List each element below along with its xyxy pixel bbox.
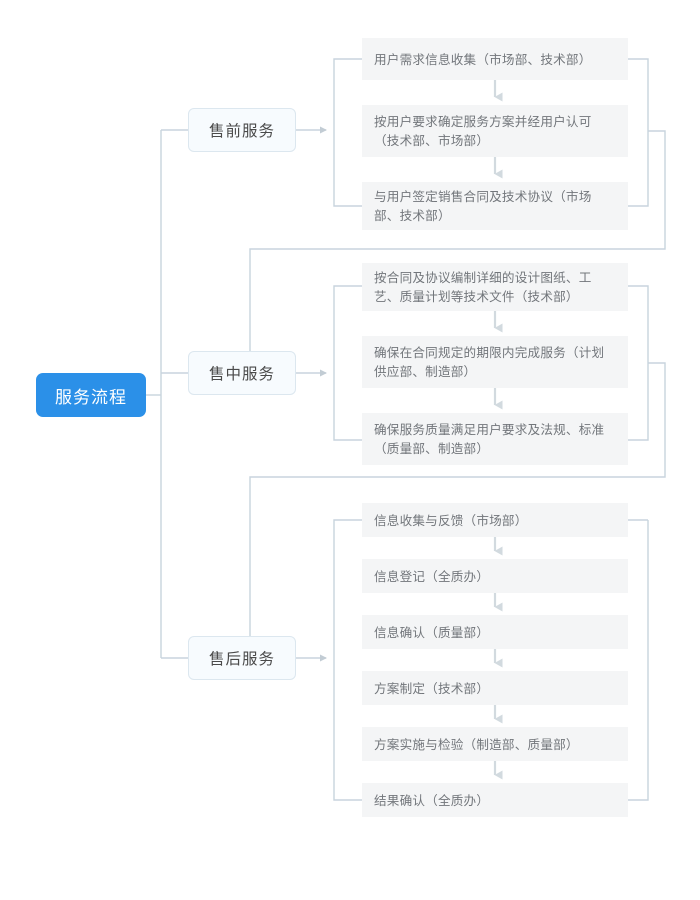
branch-node-pre-sales[interactable]: 售前服务 xyxy=(188,108,296,152)
leaf-node-during-sales-step-1[interactable]: 按合同及协议编制详细的设计图纸、工艺、质量计划等技术文件（技术部） xyxy=(362,263,628,311)
root-node-label: 服务流程 xyxy=(55,387,127,408)
branch-node-label: 售中服务 xyxy=(208,365,275,383)
root-node-service-process[interactable]: 服务流程 xyxy=(36,373,146,417)
leaf-node-label: 信息登记（全质办） xyxy=(374,568,490,584)
group-3-left-bracket xyxy=(333,519,362,801)
leaf-node-label: 信息确认（质量部） xyxy=(374,624,490,640)
leaf-node-after-sales-step-4[interactable]: 方案制定（技术部） xyxy=(362,671,628,705)
leaf-node-label: 结果确认（全质办） xyxy=(374,792,490,808)
leaf-node-label: 确保服务质量满足用户要求及法规、标准（质量部、制造部） xyxy=(374,422,605,456)
leaf-node-after-sales-step-6[interactable]: 结果确认（全质办） xyxy=(362,783,628,817)
leaf-node-label: 与用户签定销售合同及技术协议（市场部、技术部） xyxy=(374,189,592,223)
leaf-node-label: 按用户要求确定服务方案并经用户认可（技术部、市场部） xyxy=(374,114,592,148)
branch-node-after-sales[interactable]: 售后服务 xyxy=(188,636,296,680)
leaf-node-label: 用户需求信息收集（市场部、技术部） xyxy=(374,51,592,67)
leaf-node-label: 方案实施与检验（制造部、质量部） xyxy=(374,736,579,752)
group-2-left-bracket xyxy=(333,285,362,441)
leaf-node-pre-sales-step-2[interactable]: 按用户要求确定服务方案并经用户认可（技术部、市场部） xyxy=(362,105,628,157)
leaf-node-label: 按合同及协议编制详细的设计图纸、工艺、质量计划等技术文件（技术部） xyxy=(374,270,592,304)
branch-node-label: 售后服务 xyxy=(208,650,275,668)
root-to-branch-connectors xyxy=(146,129,188,659)
leaf-node-after-sales-step-1[interactable]: 信息收集与反馈（市场部） xyxy=(362,503,628,537)
leaf-node-label: 信息收集与反馈（市场部） xyxy=(374,512,528,528)
leaf-node-during-sales-step-2[interactable]: 确保在合同规定的期限内完成服务（计划供应部、制造部） xyxy=(362,336,628,388)
leaf-node-pre-sales-step-3[interactable]: 与用户签定销售合同及技术协议（市场部、技术部） xyxy=(362,182,628,230)
branch-to-group-arrows xyxy=(296,126,327,662)
leaf-node-after-sales-step-2[interactable]: 信息登记（全质办） xyxy=(362,559,628,593)
leaf-node-pre-sales-step-1[interactable]: 用户需求信息收集（市场部、技术部） xyxy=(362,38,628,80)
branch-node-label: 售前服务 xyxy=(208,122,275,140)
leaf-node-label: 确保在合同规定的期限内完成服务（计划供应部、制造部） xyxy=(374,345,605,379)
leaf-node-after-sales-step-5[interactable]: 方案实施与检验（制造部、质量部） xyxy=(362,727,628,761)
leaf-node-label: 方案制定（技术部） xyxy=(374,680,490,696)
group-3-right-bracket xyxy=(628,519,649,801)
leaf-node-during-sales-step-3[interactable]: 确保服务质量满足用户要求及法规、标准（质量部、制造部） xyxy=(362,413,628,465)
branch-node-during-sales[interactable]: 售中服务 xyxy=(188,351,296,395)
leaf-node-after-sales-step-3[interactable]: 信息确认（质量部） xyxy=(362,615,628,649)
group-1-left-bracket xyxy=(333,58,362,207)
